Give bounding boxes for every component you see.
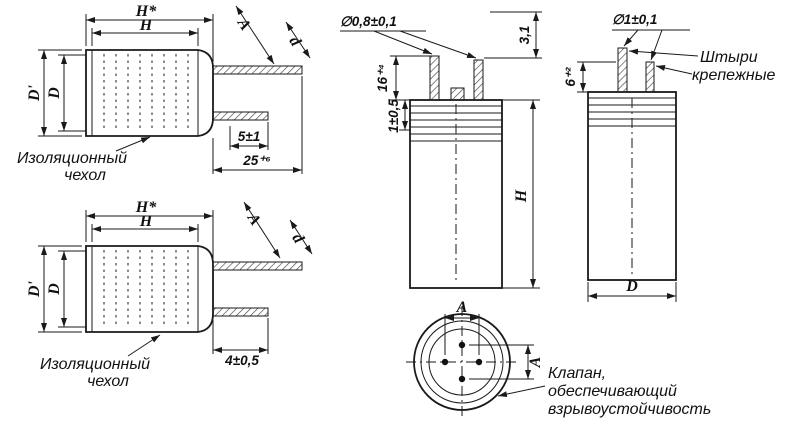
dim-d-outer: D' bbox=[26, 84, 43, 102]
valve-hole bbox=[475, 358, 483, 366]
capacitor-body bbox=[85, 245, 214, 333]
dim-d-outer: D' bbox=[26, 280, 43, 298]
callout-sleeve-line1: Изоляционный bbox=[17, 150, 127, 167]
dim-5: 5±1 bbox=[238, 129, 260, 144]
axial-view-top: H* H D' D A d 5±1 25⁺⁶ Изоляционный bbox=[17, 3, 311, 184]
center-terminal bbox=[450, 87, 465, 101]
front-view-center: ∅0,8±0,1 3,1 16⁺⁴ 1±0,5 H bbox=[340, 11, 542, 289]
dim-a: A bbox=[233, 15, 254, 34]
dim-d-lead: d bbox=[288, 230, 307, 247]
dim-h-star: H* bbox=[135, 3, 157, 20]
dim-h: H bbox=[513, 189, 530, 203]
dim-h-star: H* bbox=[135, 199, 157, 216]
dim-d-body: D bbox=[46, 87, 63, 100]
right-pin bbox=[473, 59, 484, 101]
dim-pin-dia-small: ∅0,8±0,1 bbox=[340, 14, 397, 29]
dim-1: 1±0,5 bbox=[386, 99, 401, 133]
dim-h: H bbox=[139, 213, 153, 230]
dim-pin-dia-large: ∅1±0,1 bbox=[612, 12, 657, 27]
callout-sleeve-line2: чехол bbox=[64, 167, 106, 184]
front-view-right: ∅1±0,1 Штыри крепежные 6⁺² D bbox=[563, 12, 775, 302]
callout-valve-line3: взрывоустойчивость bbox=[548, 401, 711, 418]
dim-25: 25⁺⁶ bbox=[242, 153, 271, 168]
callout-pins-line2: крепежные bbox=[692, 67, 775, 84]
capacitor-body bbox=[85, 49, 214, 137]
dim-h: H bbox=[139, 17, 153, 34]
left-pin bbox=[429, 55, 440, 101]
callout-valve-line1: Клапан, bbox=[548, 365, 606, 382]
callout-pins-line1: Штыри bbox=[700, 49, 758, 66]
valve-hole bbox=[458, 341, 466, 349]
valve-hole bbox=[458, 375, 466, 383]
left-mounting-pin bbox=[617, 47, 628, 93]
dim-6: 6⁺² bbox=[563, 67, 578, 87]
dim-a: A bbox=[527, 356, 544, 368]
callout-sleeve-line1: Изоляционный bbox=[40, 356, 150, 373]
bottom-lead bbox=[212, 111, 269, 121]
dim-a: A bbox=[456, 299, 468, 316]
top-lead bbox=[212, 261, 303, 271]
dim-d-body: D bbox=[46, 283, 63, 296]
bottom-view: A A Клапан, обеспечивающий взрывоустойчи… bbox=[406, 299, 711, 418]
dim-4: 4±0,5 bbox=[224, 353, 259, 368]
dim-a: A bbox=[243, 210, 264, 229]
top-lead bbox=[212, 65, 303, 75]
callout-sleeve-line2: чехол bbox=[87, 373, 129, 390]
axial-view-bottom: H* H D' D A d 4±0,5 Изоляционный чехол bbox=[26, 199, 313, 390]
right-mounting-pin bbox=[645, 61, 655, 93]
dim-3-1: 3,1 bbox=[517, 26, 532, 45]
valve-hole bbox=[441, 358, 449, 366]
dim-d-lead: d bbox=[285, 33, 304, 50]
dim-16: 16⁺⁴ bbox=[375, 64, 390, 92]
bottom-lead bbox=[212, 307, 269, 317]
callout-valve-line2: обеспечивающий bbox=[548, 383, 677, 400]
dim-d-body: D bbox=[625, 278, 638, 295]
